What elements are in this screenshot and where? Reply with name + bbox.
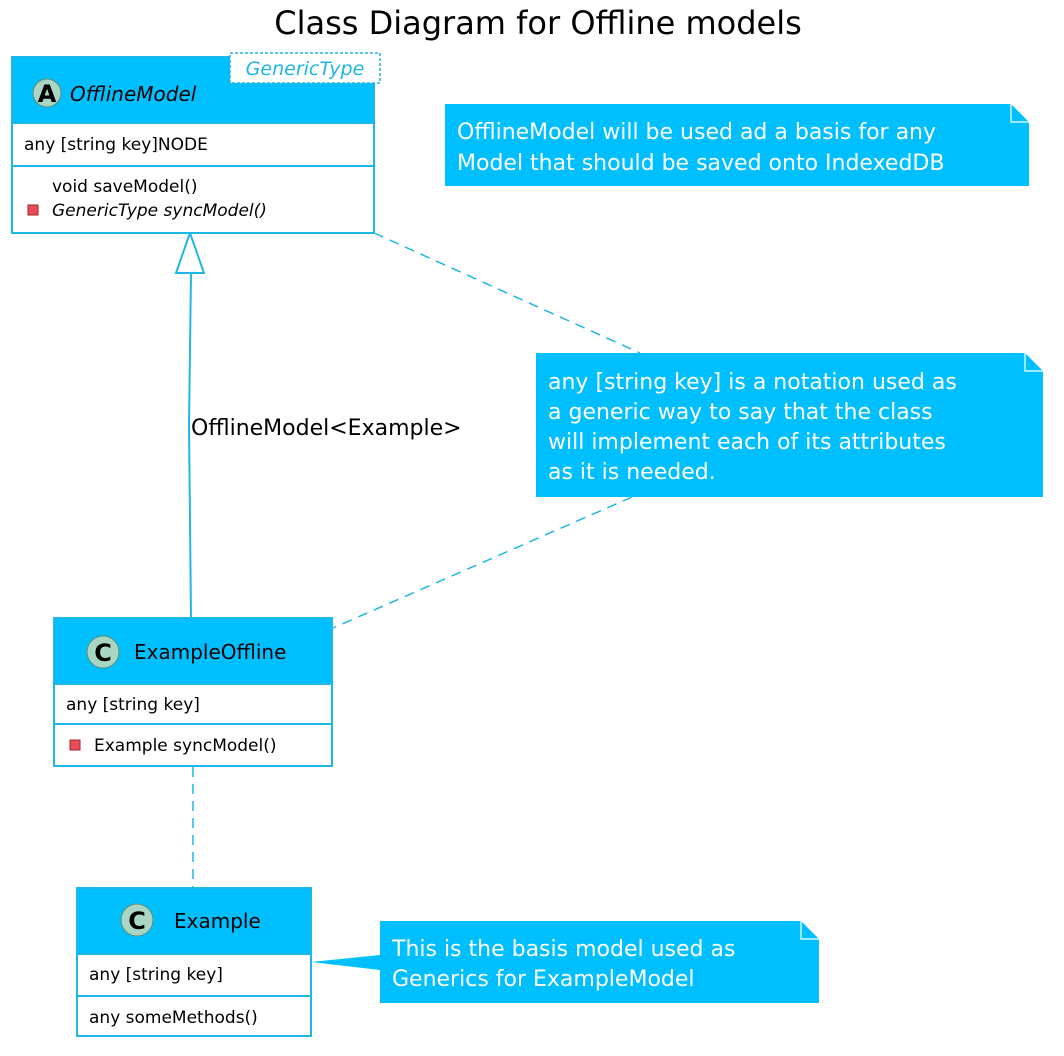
class-header xyxy=(77,888,311,954)
abstract-stereotype-icon xyxy=(32,78,62,108)
inheritance-line xyxy=(187,272,192,619)
inheritance-arrowhead xyxy=(174,229,206,274)
class-stereotype-icon xyxy=(120,903,154,937)
generic-type-label: GenericType xyxy=(246,58,365,80)
note-line: OfflineModel will be used ad a basis for… xyxy=(457,120,936,145)
note-line: Generics for ExampleModel xyxy=(392,967,695,992)
class-name: Example xyxy=(174,909,261,933)
stereotype-letter: A xyxy=(38,80,57,108)
note-line: Model that should be saved onto IndexedD… xyxy=(457,151,944,176)
class-name: OfflineModel xyxy=(70,82,197,106)
stereotype-letter: C xyxy=(94,639,112,667)
note-link-example-offline xyxy=(332,496,633,629)
class-method: Example syncModel() xyxy=(94,736,277,756)
inheritance-label: OfflineModel<Example> xyxy=(191,416,462,441)
private-method-icon xyxy=(27,204,39,216)
private-method-icon xyxy=(69,739,81,751)
class-attribute: any [string key]NODE xyxy=(24,135,208,155)
class-method: void saveModel() xyxy=(52,177,197,197)
class-method-abstract: GenericType syncModel() xyxy=(52,201,267,221)
generic-type-box xyxy=(229,52,381,84)
note-line: as it is needed. xyxy=(548,460,716,485)
class-attribute: any [string key] xyxy=(66,695,200,715)
note-line: This is the basis model used as xyxy=(391,937,735,962)
note-offline-model[interactable]: OfflineModel will be used ad a basis for… xyxy=(445,104,1029,186)
class-method: any someMethods() xyxy=(89,1008,258,1028)
note-link-offline-model xyxy=(373,232,641,354)
note-fold xyxy=(1010,104,1029,123)
class-stereotype-icon xyxy=(86,635,120,669)
note-line: any [string key] is a notation used as xyxy=(548,370,957,395)
note-example[interactable]: This is the basis model used as Generics… xyxy=(380,921,819,1003)
class-example-offline[interactable]: C ExampleOffline any [string key] Exampl… xyxy=(53,617,333,767)
note-line: a generic way to say that the class xyxy=(548,400,933,425)
class-offline-model[interactable]: A OfflineModel GenericType any [string k… xyxy=(11,52,381,234)
diagram-title: Class Diagram for Offline models xyxy=(274,4,802,42)
note-line: will implement each of its attributes xyxy=(548,430,946,455)
note-string-key[interactable]: any [string key] is a notation used as a… xyxy=(536,353,1043,497)
note-fold xyxy=(800,921,819,940)
example-note-pointer xyxy=(311,955,380,970)
note-fold xyxy=(1024,353,1043,372)
class-example[interactable]: C Example any [string key] any someMetho… xyxy=(76,887,312,1037)
stereotype-letter: C xyxy=(128,907,146,935)
class-attribute: any [string key] xyxy=(89,965,223,985)
class-name: ExampleOffline xyxy=(134,640,286,664)
